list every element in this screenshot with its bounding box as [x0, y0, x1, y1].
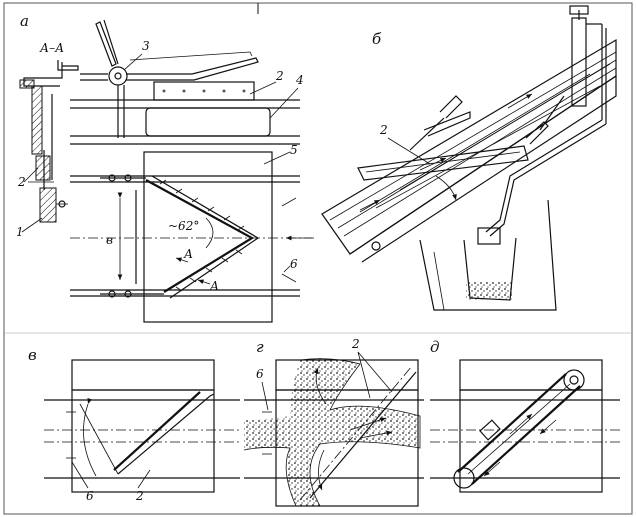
swing-arc [83, 397, 97, 477]
leader-1 [21, 217, 43, 233]
panel-g-label: г [256, 338, 264, 356]
callout-5: 5 [290, 143, 298, 157]
diagonal-plough [113, 391, 201, 471]
panel-b: б [321, 5, 617, 311]
flow-arrow-2 [419, 157, 447, 171]
leader-2-b [387, 137, 431, 165]
callout-3: 3 [142, 39, 150, 53]
leader-6-v [71, 461, 89, 489]
cut-mark-lower: А [209, 279, 219, 293]
leader-2-section [23, 167, 39, 183]
leader-5 [263, 151, 291, 165]
v-plough [100, 174, 260, 299]
flow-arrow-3 [507, 93, 533, 109]
cut-mark-upper: А [183, 247, 193, 261]
callout-2-v: 2 [135, 489, 144, 503]
panel-a: а А–А 2 1 [16, 12, 314, 323]
panel-v-label: в [28, 346, 37, 364]
panel-v-plan-frame [71, 389, 215, 493]
lever-mechanism [80, 19, 259, 138]
callout-6-v: 6 [86, 489, 94, 503]
leader-3 [123, 53, 143, 71]
leader-6 [283, 265, 291, 273]
callout-2-b: 2 [379, 123, 388, 137]
callout-2-top: 2 [275, 69, 284, 83]
section-aa-view [19, 60, 79, 223]
leader-2-top [249, 81, 277, 95]
section-arrow-lower [197, 279, 211, 285]
panel-g: г 6 2 [243, 337, 424, 507]
leader-4 [269, 87, 299, 119]
section-arrow-upper [175, 257, 189, 263]
material-flow [243, 358, 421, 507]
section-aa-label: А–А [39, 41, 64, 55]
flow-arrow-discharge [435, 175, 457, 201]
callout-4: 4 [295, 73, 304, 87]
panel-v: в 6 2 [28, 346, 240, 503]
leader-2-g-b [357, 351, 393, 393]
angle-arc [205, 217, 214, 249]
belt-plough-conveyor [453, 369, 585, 489]
leader-2-g-a [357, 351, 371, 399]
figure-border [3, 2, 633, 515]
callout-6: 6 [290, 257, 298, 271]
conveyor-band-upper [70, 99, 300, 145]
width-label: в [106, 233, 113, 247]
leader-2-v [137, 469, 151, 489]
panel-d-label: д [430, 338, 440, 356]
panel-b-label: б [372, 30, 382, 48]
panel-v-top-frame [71, 359, 215, 391]
pneumatic-cylinder [485, 5, 607, 237]
callout-2-section: 2 [17, 175, 26, 189]
panel-a-label: а [20, 12, 29, 30]
chute [419, 199, 557, 311]
plan-view-frame [70, 151, 312, 323]
panel-d: д [430, 338, 620, 493]
flow-arrow-1 [359, 199, 381, 211]
callout-2-g: 2 [351, 337, 360, 351]
leader-6-g [261, 381, 269, 411]
angle-label: ~62° [168, 219, 199, 233]
panel-g-plough-dash [299, 365, 413, 501]
callout-6-g: 6 [256, 367, 264, 381]
callout-1: 1 [16, 225, 24, 239]
